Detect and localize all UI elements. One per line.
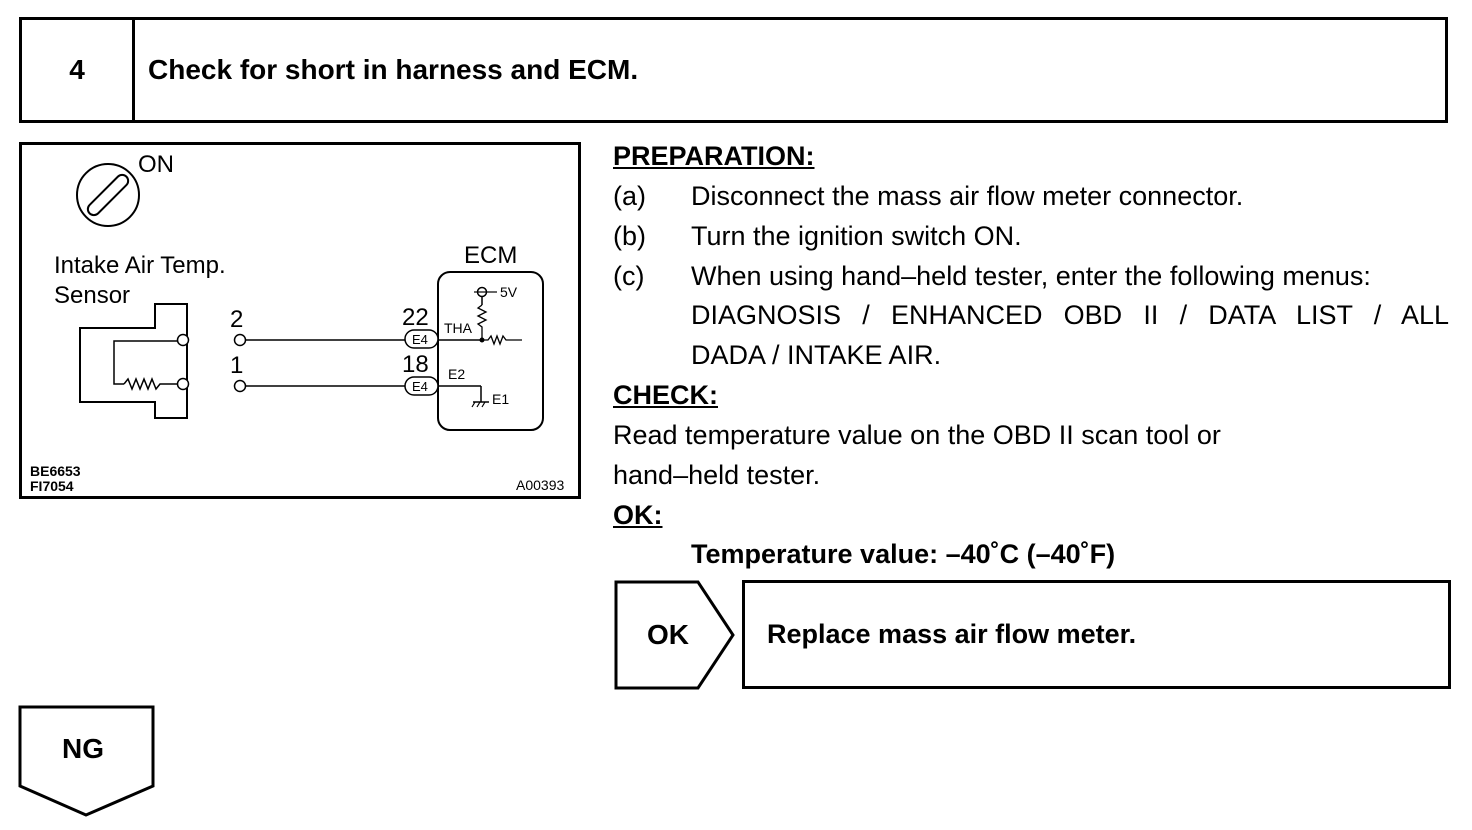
connector-e4-top <box>404 329 439 349</box>
voltage-label: 5V <box>500 284 518 300</box>
menu-path-line1: DIAGNOSIS / ENHANCED OBD II / DATA LIST … <box>691 300 1449 330</box>
connector-e4-bottom-label: E4 <box>412 379 428 394</box>
sensor-terminal-2 <box>176 333 190 347</box>
sensor-body-outline <box>79 303 188 419</box>
ng-arrow-icon <box>18 705 155 817</box>
pin-2-label: 2 <box>230 306 243 333</box>
sensor-label-line1: Intake Air Temp. <box>54 252 226 279</box>
ecm-internal-resistor <box>482 334 522 346</box>
step-title: Check for short in harness and ECM. <box>148 54 639 85</box>
ok-branch-label: OK <box>647 619 689 650</box>
step-header: 4 Check for short in harness and ECM. <box>19 17 1448 123</box>
ok-header: OK: <box>613 500 663 530</box>
step-c-letter: (c) <box>613 261 645 291</box>
figure-code-2: FI7054 <box>30 478 74 494</box>
ng-branch-label: NG <box>62 733 104 764</box>
pin-1-label: 1 <box>230 352 243 379</box>
figure-code-3: A00393 <box>516 477 564 493</box>
wiring-diagram: ON Intake Air Temp. Sensor 2 1 ECM 22 18… <box>19 142 581 499</box>
step-b-letter: (b) <box>613 221 646 251</box>
step-b-text: Turn the ignition switch ON. <box>691 221 1022 251</box>
ignition-on-label: ON <box>138 151 174 178</box>
menu-path-line2: DADA / INTAKE AIR. <box>691 340 942 370</box>
step-number: 4 <box>22 20 135 120</box>
ok-result-text: Replace mass air flow meter. <box>767 619 1137 649</box>
preparation-header: PREPARATION: <box>613 141 815 171</box>
connector-e4-top-label: E4 <box>412 332 428 347</box>
wiring-diagram-svg: ON Intake Air Temp. Sensor 2 1 ECM 22 18… <box>30 151 564 494</box>
e1-label: E1 <box>492 391 509 407</box>
harness-terminal-2 <box>233 333 247 347</box>
ecm-label: ECM <box>464 242 517 269</box>
ground-icon <box>471 401 489 408</box>
sensor-label-line2: Sensor <box>54 282 130 309</box>
check-header: CHECK: <box>613 380 718 410</box>
ignition-switch-icon <box>76 163 140 227</box>
ok-temperature-value: Temperature value: –40˚C (–40˚F) <box>691 539 1116 569</box>
pin-18-label: 18 <box>402 351 429 378</box>
e2-label: E2 <box>448 366 465 382</box>
thermistor-resistor <box>123 376 182 392</box>
ecm-box <box>437 271 544 431</box>
tha-label: THA <box>444 320 473 336</box>
pullup-resistor <box>476 304 488 340</box>
step-c-text: When using hand–held tester, enter the f… <box>691 261 1371 291</box>
pin-22-label: 22 <box>402 304 429 331</box>
check-line2: hand–held tester. <box>613 460 821 490</box>
ok-arrow-icon <box>614 580 735 690</box>
harness-terminal-1 <box>233 379 247 393</box>
figure-code-1: BE6653 <box>30 463 81 479</box>
sensor-terminal-1 <box>176 377 190 391</box>
step-a-text: Disconnect the mass air flow meter conne… <box>691 181 1244 211</box>
ok-result-box: Replace mass air flow meter. <box>742 580 1451 689</box>
step-a-letter: (a) <box>613 181 646 211</box>
check-line1: Read temperature value on the OBD II sca… <box>613 420 1221 450</box>
